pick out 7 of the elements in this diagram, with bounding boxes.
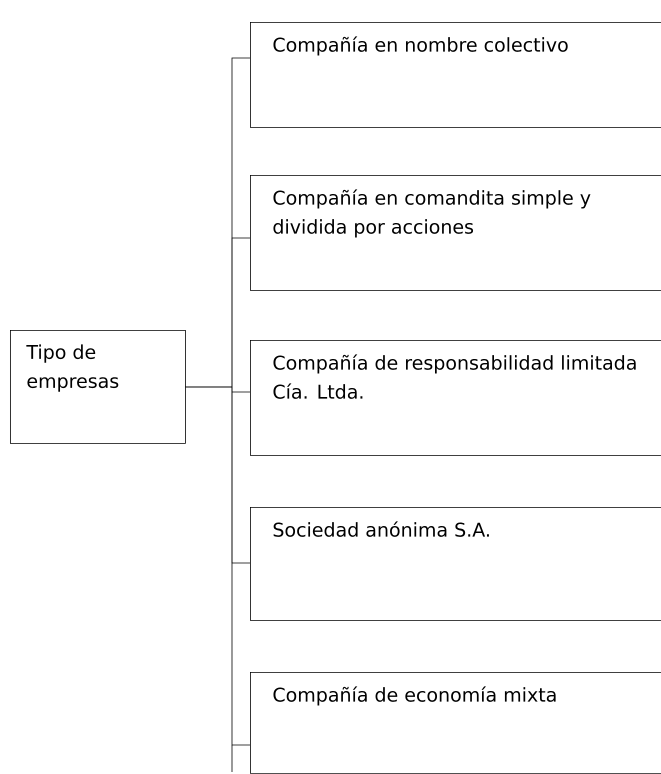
category-box: Compañía en comandita simple y dividida por acciones bbox=[250, 175, 661, 291]
category-box: Sociedad anónima S.A. bbox=[250, 507, 661, 621]
category-box: Compañía en nombre colectivo bbox=[250, 22, 661, 128]
tree-connector bbox=[185, 386, 250, 746]
category-box: Compañía de economía mixta bbox=[250, 672, 661, 774]
root-box: Tipo de empresas bbox=[10, 330, 186, 444]
category-box: Compañía de responsabilidad limitada Cía. Ltda. bbox=[250, 340, 661, 456]
